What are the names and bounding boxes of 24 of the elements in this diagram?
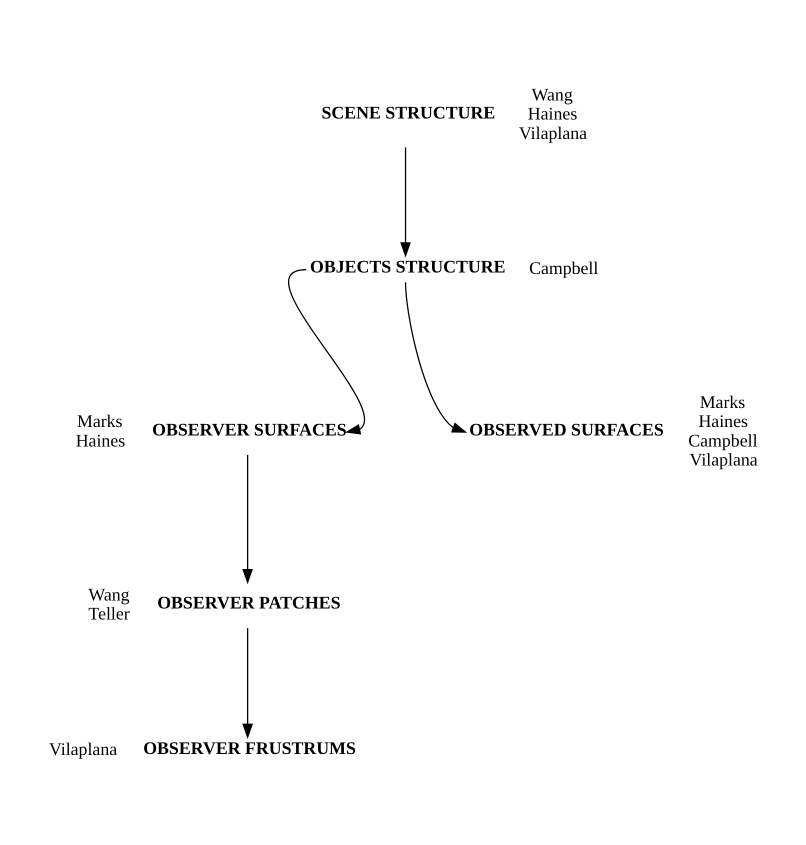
node-text: OBSERVED SURFACES	[469, 419, 664, 440]
node-label: Vilaplana	[48, 739, 118, 760]
node-label: Haines	[528, 104, 578, 124]
node-label: Marks	[76, 411, 122, 432]
arrow	[242, 454, 253, 584]
node-text: OBSERVER SURFACES	[152, 419, 347, 440]
node-text: OBSERVER FRUSTRUMS	[143, 738, 356, 758]
node-text: OBJECTS STRUCTURE	[310, 256, 506, 276]
node-text: OBSERVER PATCHES	[157, 592, 341, 613]
node-label: Haines	[76, 430, 126, 450]
node-label: Campbell	[529, 258, 598, 278]
node-label: Wang	[532, 84, 573, 105]
node-label: Wang	[88, 584, 130, 604]
arrow	[404, 282, 468, 433]
node-text: SCENE STRUCTURE	[321, 102, 496, 122]
node-label: Vilaplana	[690, 449, 758, 470]
arrow	[400, 147, 411, 258]
node-label: Campbell	[688, 430, 758, 450]
node-label: Teller	[88, 604, 130, 624]
node-label: Haines	[698, 411, 748, 432]
node-label: Marks	[700, 392, 746, 412]
arrow	[242, 628, 253, 739]
arrow	[288, 269, 365, 434]
node-label: Vilaplana	[518, 122, 588, 143]
